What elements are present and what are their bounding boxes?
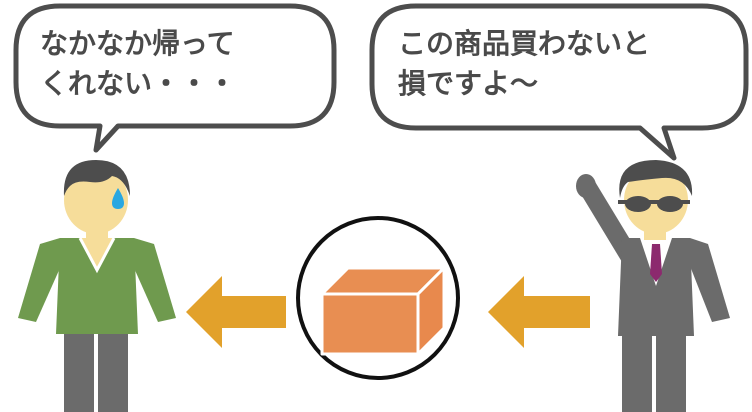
customer-left-arm: [18, 238, 60, 322]
arrow-left-icon: [488, 276, 590, 348]
sweat-drop-icon: [112, 188, 124, 209]
customer-jacket: [56, 238, 138, 334]
arrow-left-icon: [186, 276, 286, 348]
left-speech-line-1: なかなか帰って: [40, 27, 235, 60]
right-speech-line-1: この商品買わないと: [398, 27, 651, 60]
customer-left-leg: [64, 330, 94, 412]
left-speech-bubble: [13, 3, 337, 153]
salesman-suit-body: [618, 238, 694, 336]
customer-right-leg: [98, 330, 128, 412]
customer-figure: [18, 160, 176, 412]
salesman-raised-arm: [576, 180, 634, 262]
salesman-figure: [576, 160, 730, 412]
sunglasses-icon: [618, 196, 690, 212]
salesman-hair: [619, 160, 693, 198]
left-speech-text: なかなか帰って くれない・・・: [40, 24, 236, 104]
customer-head: [64, 166, 128, 234]
salesman-right-arm: [690, 238, 730, 322]
right-speech-text: この商品買わないと 損ですよ〜: [398, 24, 650, 104]
customer-collar: [78, 237, 116, 274]
customer-hair: [63, 160, 131, 196]
salesman-right-leg: [656, 334, 686, 412]
right-speech-line-2: 損ですよ〜: [398, 67, 539, 100]
salesman-tie: [650, 244, 662, 282]
right-speech-bubble: [369, 3, 749, 161]
customer-right-arm: [134, 238, 176, 322]
left-speech-line-2: くれない・・・: [40, 67, 237, 100]
salesman-left-leg: [622, 334, 652, 412]
salesman-hand: [576, 174, 596, 198]
box-icon: [320, 266, 446, 356]
